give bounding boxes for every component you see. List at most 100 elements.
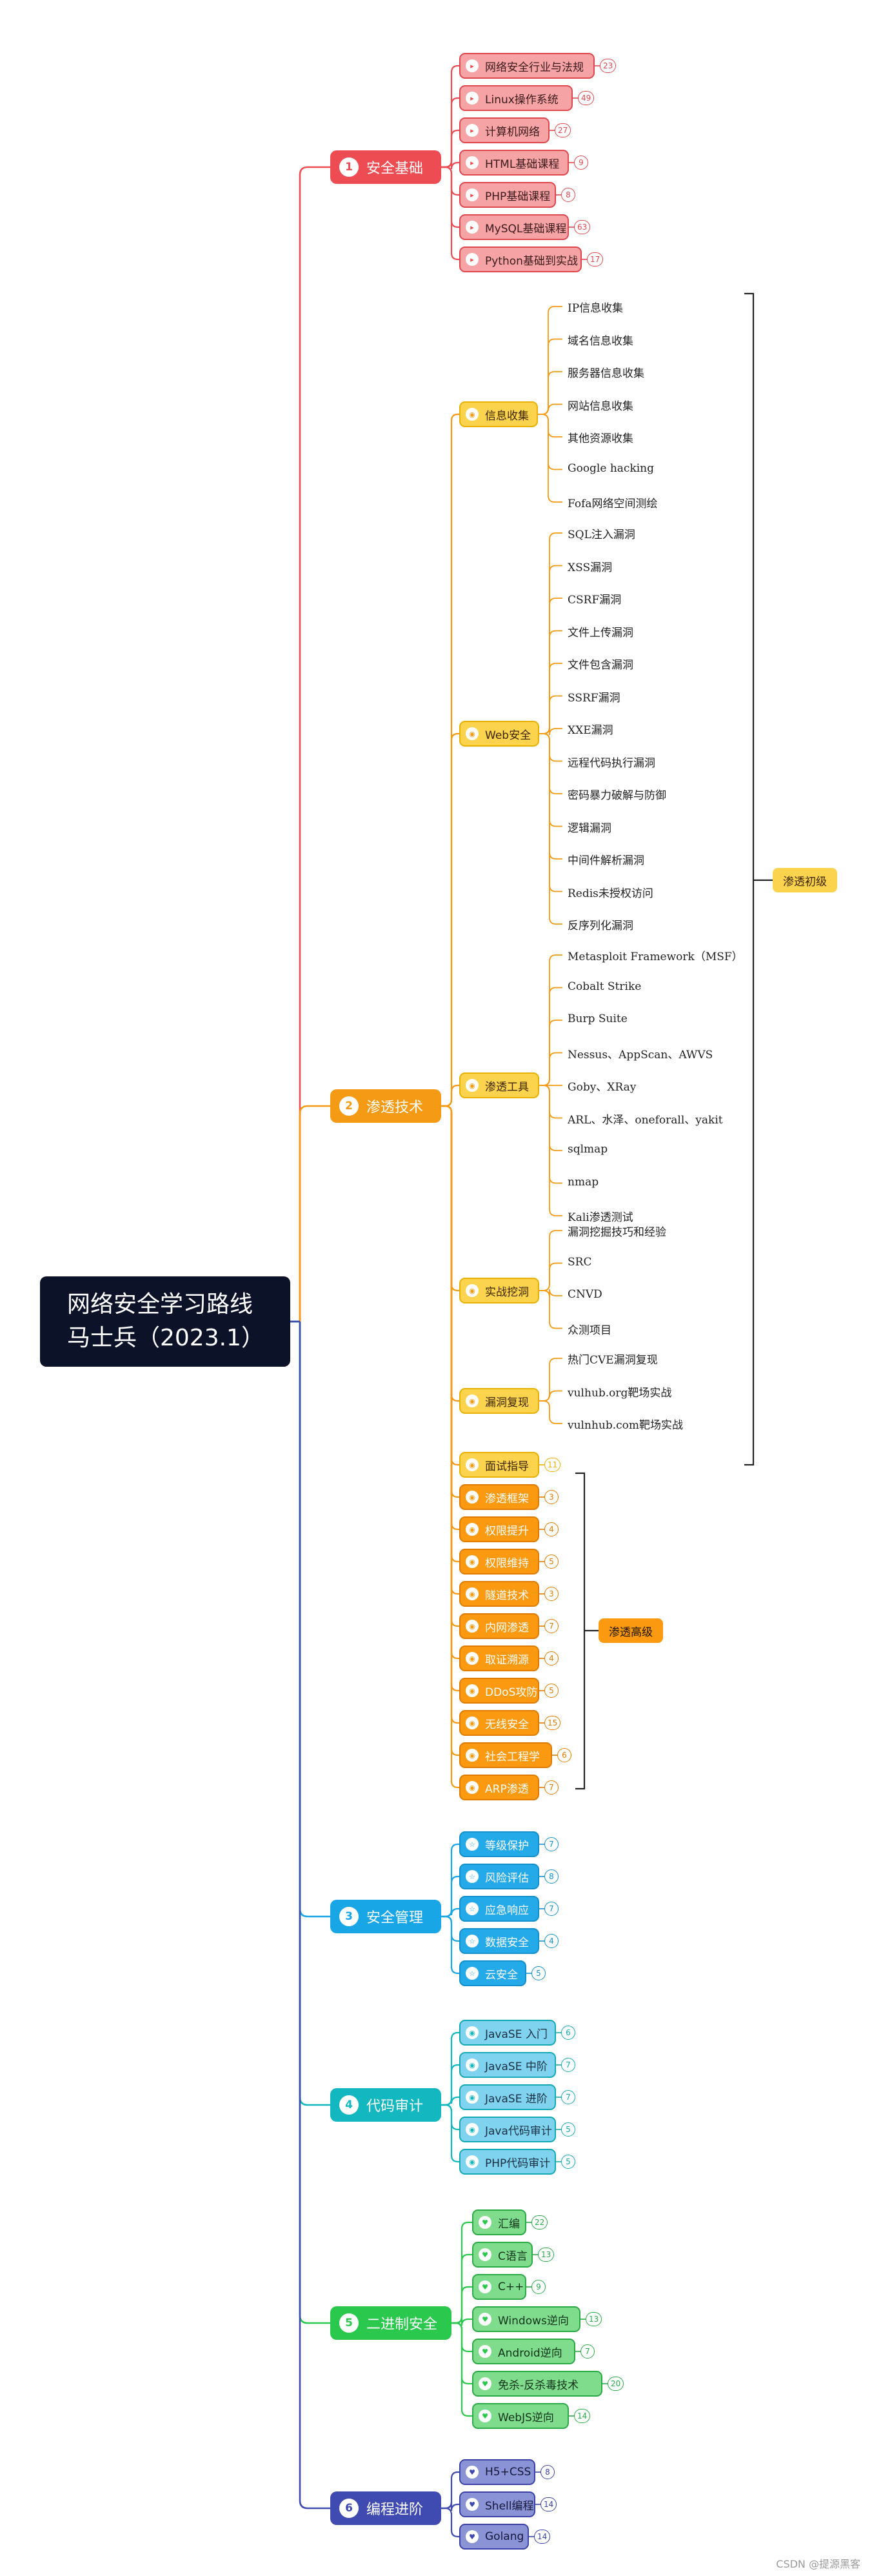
sub-node-2-2[interactable]: ◉Web安全 (459, 721, 539, 747)
stage-tag-beginner: 渗透初级 (773, 868, 837, 892)
sub-node-2-7[interactable]: ◉渗透框架 (459, 1484, 539, 1510)
bullet-icon: ◉ (466, 1684, 479, 1697)
bullet-icon: ◉ (466, 1749, 479, 1762)
leaf-item: Kali渗透测试 (568, 1211, 633, 1224)
sub-node-label: 风险评估 (485, 1871, 529, 1885)
sub-node-3-3[interactable]: ☆应急响应 (459, 1896, 539, 1922)
bullet-icon: ♥ (466, 2530, 479, 2543)
sub-node-2-11[interactable]: ◉内网渗透 (459, 1613, 539, 1639)
bullet-icon: ♥ (479, 2377, 491, 2390)
sub-node-4-5[interactable]: ◉PHP代码审计 (459, 2149, 556, 2175)
bullet-icon: ◉ (466, 727, 479, 740)
category-number-badge: 3 (339, 1907, 359, 1926)
sub-node-1-7[interactable]: ▸Python基础到实战 (459, 247, 582, 272)
category-label: 安全基础 (366, 161, 424, 177)
root-subtitle: 马士兵（2023.1） (67, 1325, 264, 1351)
sub-node-2-4[interactable]: ◉实战挖洞 (459, 1278, 539, 1303)
sub-node-2-5[interactable]: ◉漏洞复现 (459, 1388, 539, 1414)
sub-node-5-6[interactable]: ♥免杀-反杀毒技术 (472, 2371, 602, 2397)
bullet-icon: ◉ (466, 2123, 479, 2136)
category-node-6[interactable]: 6 编程进阶 (330, 2491, 441, 2525)
sub-node-5-7[interactable]: ♥WebJS逆向 (472, 2403, 569, 2429)
bullet-icon: ◉ (466, 1284, 479, 1297)
sub-node-2-14[interactable]: ◉无线安全 (459, 1710, 539, 1736)
sub-node-1-3[interactable]: ▸计算机网络 (459, 117, 550, 143)
sub-node-6-3[interactable]: ♥ Golang (459, 2524, 529, 2550)
sub-node-2-9[interactable]: ◉权限维持 (459, 1549, 539, 1575)
bullet-icon: ◉ (466, 2091, 479, 2104)
sub-node-label: 内网渗透 (485, 1621, 529, 1635)
root-node: 网络安全学习路线 马士兵（2023.1） (40, 1276, 290, 1367)
category-label: 代码审计 (366, 2098, 424, 2115)
category-label: 编程进阶 (366, 2502, 424, 2518)
sub-node-1-5[interactable]: ▸PHP基础课程 (459, 182, 556, 208)
sub-node-1-4[interactable]: ▸ HTML基础课程 (459, 150, 569, 176)
sub-node-2-13[interactable]: ◉DDoS攻防 (459, 1678, 539, 1704)
leaf-item: Burp Suite (568, 1012, 628, 1025)
count-badge: 7 (561, 2090, 575, 2104)
leaf-item: XXE漏洞 (568, 724, 613, 737)
count-badge: 14 (540, 2497, 557, 2511)
count-badge: 8 (540, 2465, 555, 2479)
sub-node-5-1[interactable]: ♥汇编 (472, 2209, 526, 2235)
sub-node-2-10[interactable]: ◉隧道技术 (459, 1581, 539, 1607)
sub-node-1-2[interactable]: ▸Linux操作系统 (459, 85, 573, 111)
bullet-icon: ☆ (466, 1838, 479, 1851)
sub-node-3-4[interactable]: ☆数据安全 (459, 1928, 539, 1954)
count-badge: 3 (544, 1587, 559, 1601)
sub-node-label: 渗透工具 (485, 1080, 529, 1094)
count-badge: 13 (586, 2312, 602, 2326)
leaf-item: vulhub.org靶场实战 (568, 1386, 672, 1400)
sub-node-2-16[interactable]: ◉ARP渗透 (459, 1775, 539, 1800)
leaf-item: Cobalt Strike (568, 980, 642, 993)
leaf-item: 众测项目 (568, 1323, 611, 1337)
bullet-icon: ▸ (466, 59, 479, 72)
bullet-icon: ◉ (466, 1523, 479, 1536)
sub-node-4-1[interactable]: ◉JavaSE 入门 (459, 2020, 556, 2046)
count-badge: 5 (531, 1966, 546, 1980)
sub-node-label: HTML基础课程 (485, 157, 560, 171)
sub-node-5-3[interactable]: ♥C++ (472, 2274, 526, 2300)
bullet-icon: ▸ (466, 92, 479, 105)
sub-node-1-1[interactable]: ▸网络安全行业与法规 (459, 53, 595, 79)
sub-node-2-15[interactable]: ◉社会工程学 (459, 1742, 552, 1768)
sub-node-4-3[interactable]: ◉JavaSE 进阶 (459, 2084, 556, 2110)
sub-node-3-2[interactable]: ☆风险评估 (459, 1864, 539, 1889)
count-badge: 4 (544, 1651, 559, 1665)
sub-node-2-12[interactable]: ◉取证溯源 (459, 1645, 539, 1671)
sub-node-label: 汇编 (498, 2217, 520, 2231)
leaf-item: 其他资源收集 (568, 432, 633, 445)
sub-node-5-5[interactable]: ♥Android逆向 (472, 2339, 575, 2364)
sub-node-2-3[interactable]: ◉渗透工具 (459, 1072, 539, 1098)
sub-node-label: 信息收集 (485, 409, 529, 423)
sub-node-label: Golang (485, 2530, 524, 2543)
leaf-item: SRC (568, 1255, 592, 1269)
sub-node-3-5[interactable]: ☆云安全 (459, 1960, 526, 1986)
sub-node-6-2[interactable]: ♥Shell编程 (459, 2491, 535, 2517)
sub-node-label: 云安全 (485, 1968, 518, 1982)
sub-node-2-6[interactable]: ◉面试指导 (459, 1452, 539, 1478)
sub-node-1-6[interactable]: ▸MySQL基础课程 (459, 214, 569, 240)
sub-node-5-4[interactable]: ♥Windows逆向 (472, 2306, 580, 2332)
leaf-item: CNVD (568, 1288, 602, 1301)
sub-node-2-1[interactable]: ◉信息收集 (459, 401, 538, 427)
sub-node-4-2[interactable]: ◉JavaSE 中阶 (459, 2052, 556, 2078)
bullet-icon: ▸ (466, 156, 479, 169)
sub-node-6-1[interactable]: ♥H5+CSS (459, 2459, 535, 2485)
sub-node-3-1[interactable]: ☆等级保护 (459, 1831, 539, 1857)
sub-node-5-2[interactable]: ♥C语言 (472, 2242, 533, 2268)
category-number-badge: 6 (339, 2499, 359, 2518)
category-number-badge: 5 (339, 2313, 359, 2333)
count-badge: 4 (544, 1522, 559, 1536)
sub-node-4-4[interactable]: ◉Java代码审计 (459, 2117, 556, 2142)
sub-node-label: Android逆向 (498, 2346, 562, 2360)
sub-node-2-8[interactable]: ◉权限提升 (459, 1516, 539, 1542)
sub-node-label: Python基础到实战 (485, 254, 578, 268)
sub-node-label: 数据安全 (485, 1936, 529, 1949)
